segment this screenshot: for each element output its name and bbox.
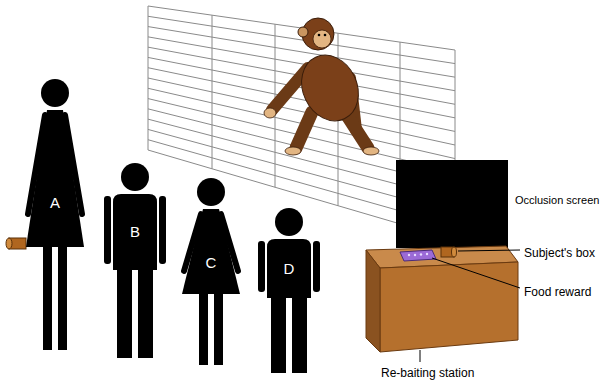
arm	[313, 241, 320, 292]
person-figure: B	[104, 162, 166, 358]
part-label: Re-baiting station	[380, 366, 475, 380]
person-letter: A	[24, 194, 86, 212]
food-reward	[400, 250, 436, 261]
cylinder-end	[6, 238, 12, 249]
arm	[65, 115, 82, 214]
chimp-foot	[363, 147, 379, 155]
head	[197, 178, 225, 206]
arm	[159, 196, 166, 264]
leg	[58, 245, 67, 350]
leader-line	[458, 250, 520, 251]
arm	[258, 241, 265, 292]
part-label: Subject's box	[523, 246, 596, 260]
chimp-leg	[346, 114, 368, 148]
leg	[199, 292, 208, 365]
person-figure: A	[24, 78, 86, 350]
fence-wire	[148, 88, 455, 158]
leader-line	[432, 258, 520, 288]
person-letter: B	[104, 223, 166, 241]
fence-wire	[148, 6, 455, 50]
fence-post	[148, 6, 149, 150]
leg	[138, 268, 153, 358]
fence-wire	[148, 16, 455, 63]
label-holder: Subject's box	[523, 243, 596, 261]
chimpanzee	[264, 18, 379, 155]
label-holder: Food reward	[523, 282, 592, 300]
chimp-face	[313, 30, 331, 48]
head	[121, 163, 149, 191]
leader-lines	[420, 250, 520, 362]
chimp-eye	[324, 34, 327, 37]
person-figure: C	[180, 177, 242, 365]
leg	[117, 268, 132, 358]
label-holder: Re-baiting station	[380, 363, 475, 381]
chimp-eye	[318, 34, 321, 37]
arm	[28, 115, 45, 214]
food-dots	[408, 253, 428, 256]
dress	[26, 110, 84, 247]
dress	[182, 209, 240, 294]
part-label: Food reward	[523, 285, 592, 299]
person-letter: D	[258, 260, 320, 278]
arm	[104, 196, 111, 264]
chimp-body	[291, 46, 369, 130]
re-baiting-station	[366, 160, 518, 352]
station-front	[380, 262, 518, 352]
leg	[271, 296, 286, 373]
person-figure: D	[258, 207, 320, 373]
leader-line	[420, 350, 421, 362]
person-letter: C	[180, 254, 242, 272]
fence-post	[212, 15, 213, 169]
chimp-leg	[296, 112, 312, 148]
chimp-foot	[285, 147, 301, 155]
person-silhouette	[258, 207, 320, 373]
subject-box-end	[452, 247, 457, 257]
leg	[43, 245, 52, 350]
held-box	[6, 238, 26, 249]
chimp-ear	[298, 27, 308, 37]
person-silhouette	[24, 78, 86, 350]
person-silhouette	[104, 162, 166, 358]
occlusion-screen	[396, 160, 508, 248]
part-label: Occlusion screen	[514, 193, 600, 207]
leg	[292, 296, 307, 373]
arm	[221, 214, 238, 271]
arm	[184, 214, 201, 271]
chimp-hand	[264, 108, 276, 118]
station-side	[366, 250, 380, 352]
head	[41, 79, 69, 107]
head	[275, 208, 303, 236]
leg	[214, 292, 223, 365]
label-holder: Occlusion screen	[514, 190, 600, 208]
